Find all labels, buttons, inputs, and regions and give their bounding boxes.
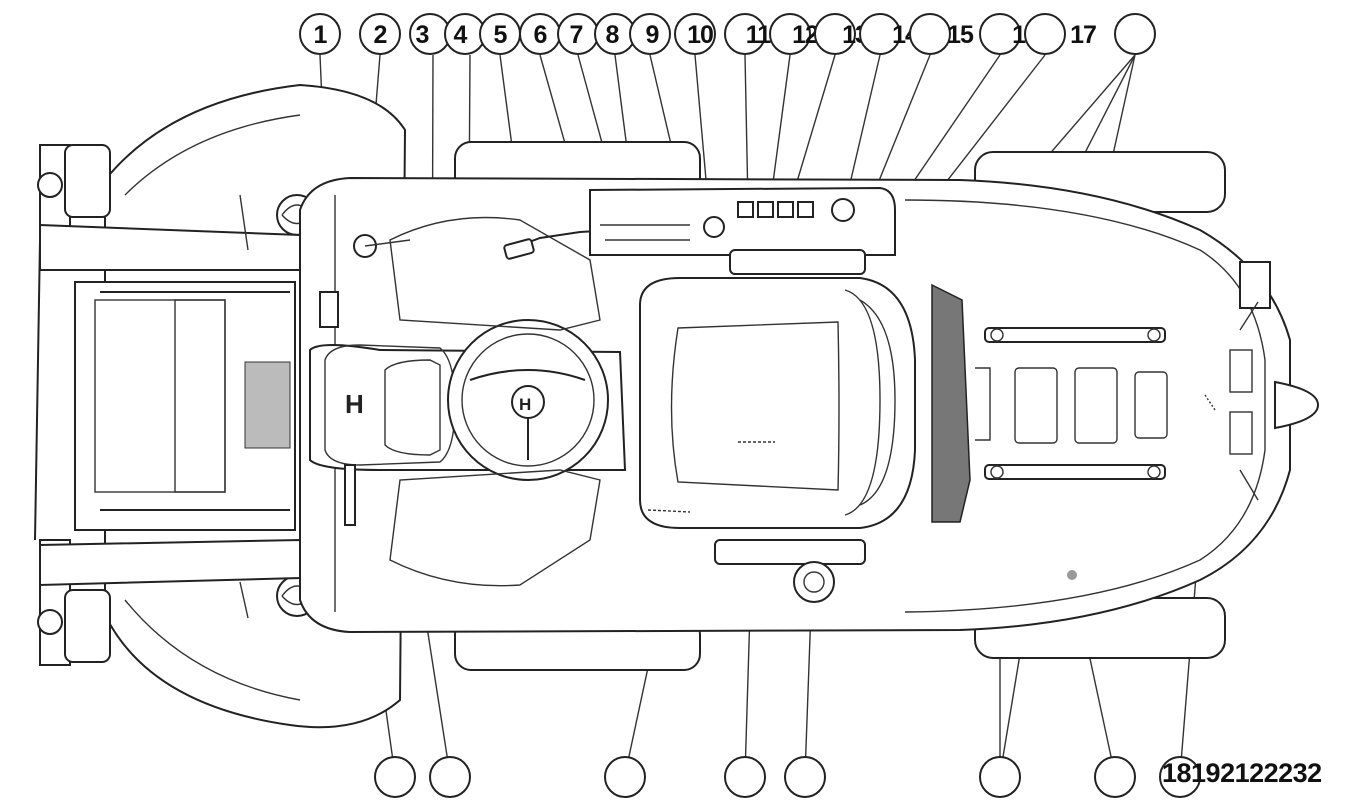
side-grill <box>931 283 971 523</box>
callout-2: 2 <box>359 13 401 55</box>
callouts-top: 1 2 3 4 5 6 7 8 9 10 11 12 13 14 15 16 1… <box>299 13 1156 55</box>
callout-bottom-5 <box>784 756 826 798</box>
callout-10: 10 <box>674 13 716 55</box>
hood-area: H H <box>309 216 651 587</box>
bottom-callout-numbers: 18192122232 <box>1162 758 1322 788</box>
svg-text:3: 3 <box>416 21 429 49</box>
svg-text:1: 1 <box>314 21 328 49</box>
callout-7: 7 <box>557 13 599 55</box>
svg-text:8: 8 <box>606 21 620 49</box>
callout-18 <box>1114 13 1156 55</box>
callout-bottom-1 <box>374 756 416 798</box>
callout-5: 5 <box>479 13 521 55</box>
dashboard <box>589 186 896 565</box>
svg-text:9: 9 <box>646 21 659 49</box>
callout-4: 4 <box>444 13 486 55</box>
svg-text:2: 2 <box>374 21 387 49</box>
rear-rack <box>975 327 1216 580</box>
svg-text:11: 11 <box>746 21 772 49</box>
callout-bottom-2 <box>429 756 471 798</box>
svg-text:7: 7 <box>570 21 583 49</box>
brand-mark-wheel: H <box>519 395 531 414</box>
svg-text:10: 10 <box>687 21 713 49</box>
callout-bottom-4 <box>724 756 766 798</box>
callout-1: 1 <box>299 13 341 55</box>
callout-11: 11 <box>724 13 772 55</box>
callouts-bottom <box>374 756 1201 798</box>
seat <box>639 277 916 529</box>
callout-12: 12 <box>769 13 819 55</box>
brand-mark-hood: H <box>345 389 364 419</box>
svg-text:15: 15 <box>947 21 974 49</box>
callout-6: 6 <box>519 13 561 55</box>
svg-text:6: 6 <box>534 21 547 49</box>
callout-17: 17 <box>1024 13 1097 55</box>
callout-bottom-3 <box>604 756 646 798</box>
callout-15: 15 <box>909 13 975 55</box>
fuel-cap <box>793 561 835 603</box>
svg-text:17: 17 <box>1070 21 1096 49</box>
svg-text:5: 5 <box>494 21 508 49</box>
callout-9: 9 <box>629 13 671 55</box>
svg-text:4: 4 <box>454 21 468 49</box>
callout-bottom-6 <box>979 756 1021 798</box>
callout-bottom-7 <box>1094 756 1136 798</box>
callout-bottom-8-ring <box>1159 756 1201 798</box>
